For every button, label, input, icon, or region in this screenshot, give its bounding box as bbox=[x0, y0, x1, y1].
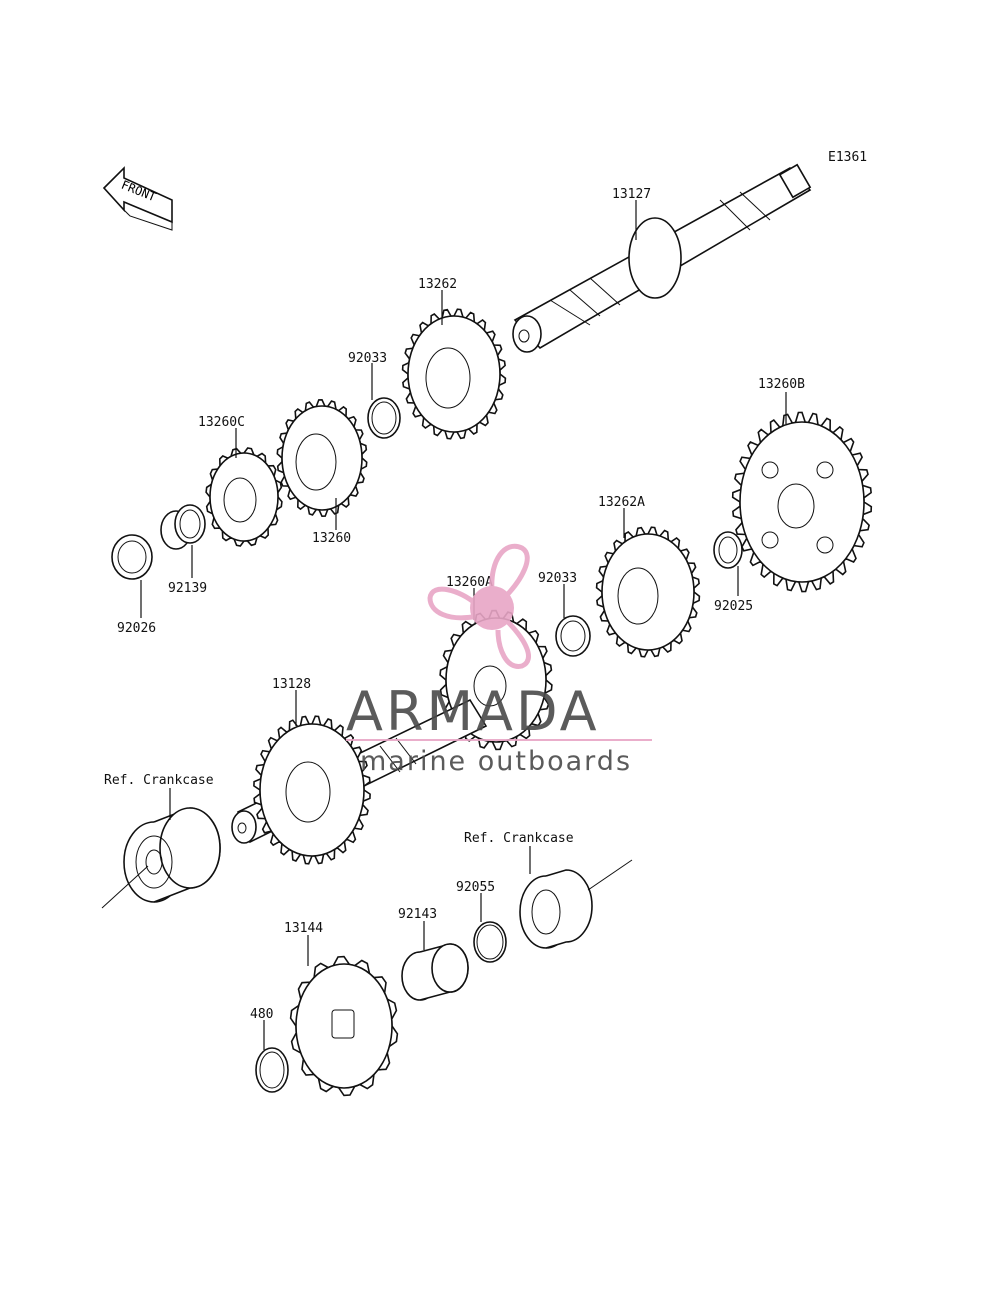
diagram-code: E1361 bbox=[828, 150, 867, 165]
label-13128: 13128 bbox=[272, 677, 311, 692]
main-shaft-13127 bbox=[512, 163, 812, 353]
front-arrow-icon: FRONT bbox=[102, 166, 173, 231]
label-92026: 92026 bbox=[117, 621, 156, 636]
seal-right bbox=[519, 859, 633, 949]
label-13262A: 13262A bbox=[598, 495, 645, 510]
label-92033-lower: 92033 bbox=[538, 571, 577, 586]
gear-13260B bbox=[731, 411, 873, 593]
ref-crankcase-left: Ref. Crankcase bbox=[104, 773, 214, 788]
gear-13262A bbox=[595, 526, 701, 658]
label-13260A: 13260A bbox=[446, 575, 493, 590]
propeller-icon bbox=[427, 543, 531, 669]
gear-13260C bbox=[205, 447, 283, 547]
watermark-tagline: marine outboards bbox=[360, 746, 632, 777]
gear-13260 bbox=[276, 398, 368, 518]
label-92055: 92055 bbox=[456, 880, 495, 895]
washer-92026 bbox=[111, 534, 153, 580]
watermark-brand: ARMADA bbox=[346, 680, 600, 743]
label-13260B: 13260B bbox=[758, 377, 805, 392]
washer-92025 bbox=[713, 531, 743, 569]
bearing-left bbox=[101, 807, 221, 909]
collar-92139 bbox=[160, 504, 206, 550]
circlip-92033-upper bbox=[367, 397, 401, 439]
label-92025: 92025 bbox=[714, 599, 753, 614]
label-13260: 13260 bbox=[312, 531, 351, 546]
gear-13262 bbox=[401, 308, 507, 440]
label-92033-upper: 92033 bbox=[348, 351, 387, 366]
circlip-92033-lower bbox=[555, 615, 591, 657]
drive-shaft-13128 bbox=[231, 698, 488, 865]
collar-92143 bbox=[401, 943, 469, 1001]
ref-crankcase-right: Ref. Crankcase bbox=[464, 831, 574, 846]
label-92143: 92143 bbox=[398, 907, 437, 922]
sprocket-13144 bbox=[289, 955, 399, 1097]
oring-92055 bbox=[473, 921, 507, 963]
label-13262: 13262 bbox=[418, 277, 457, 292]
label-480: 480 bbox=[250, 1007, 273, 1022]
label-13260C: 13260C bbox=[198, 415, 245, 430]
label-92139: 92139 bbox=[168, 581, 207, 596]
circlip-480 bbox=[255, 1047, 289, 1093]
label-13127: 13127 bbox=[612, 187, 651, 202]
watermark-logo: ARMADA marine outboards bbox=[346, 543, 652, 777]
label-13144: 13144 bbox=[284, 921, 323, 936]
